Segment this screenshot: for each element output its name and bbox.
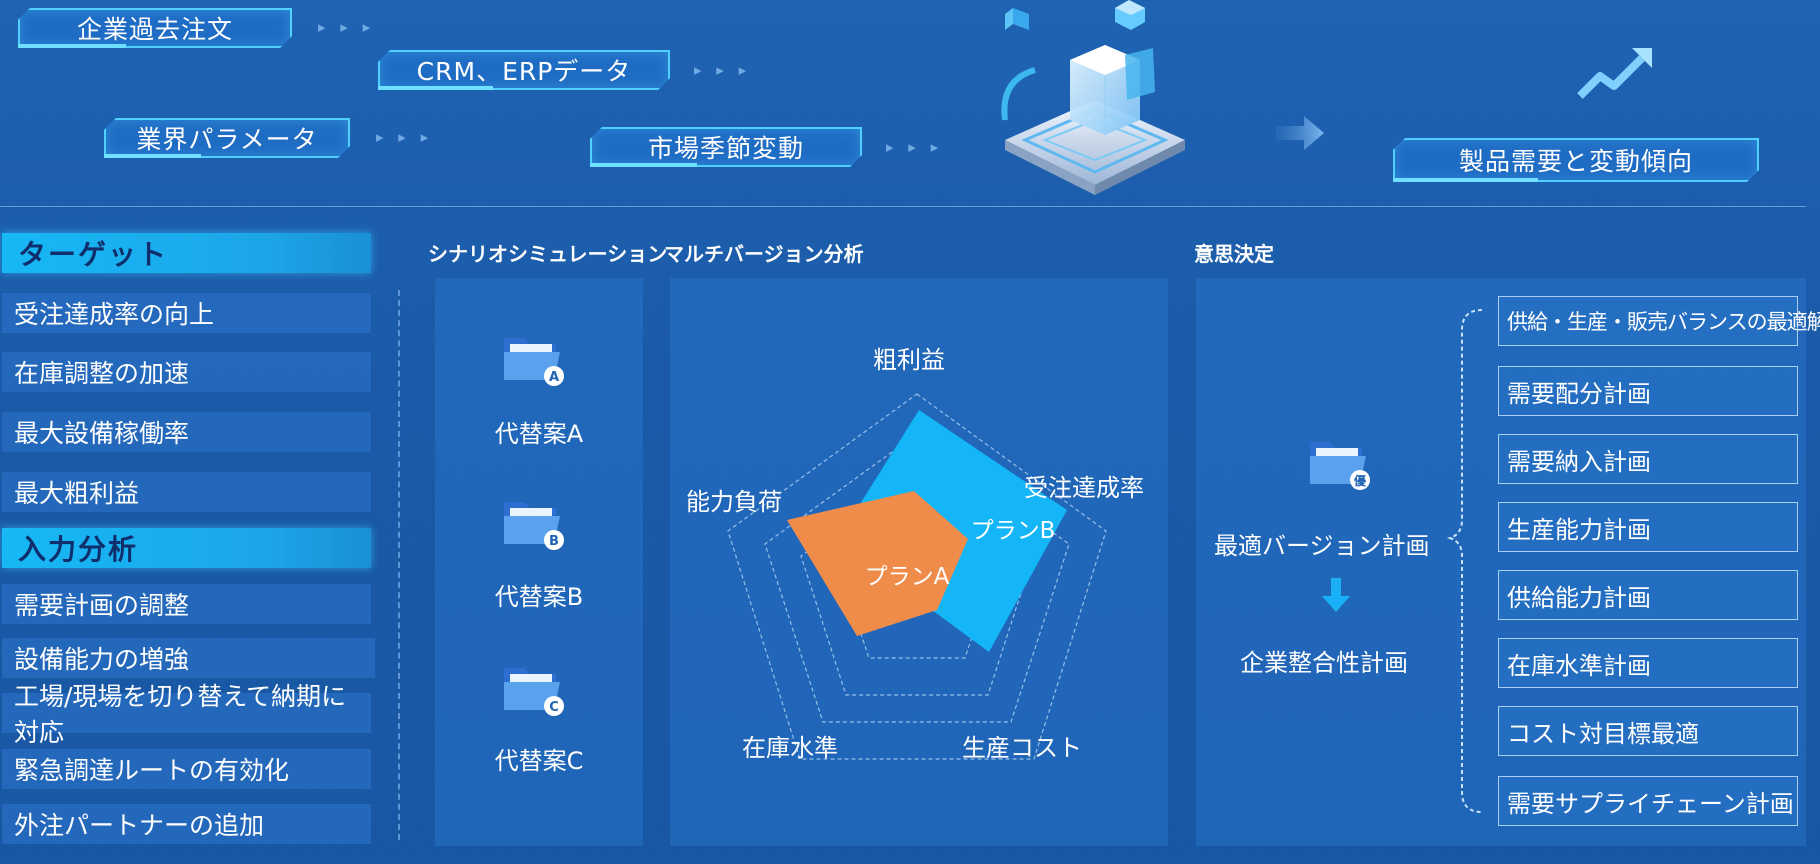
plan-item: 供給・生産・販売バランスの最適解	[1498, 296, 1820, 346]
badge-c: C	[549, 700, 559, 715]
folder-c-icon: C	[504, 668, 564, 716]
enterprise-plan-label: 企業整合性計画	[1240, 649, 1408, 677]
radar-axis-production-cost: 生産コスト	[962, 734, 1082, 762]
flow-arrows: ▸ ▸ ▸	[318, 18, 376, 36]
folder-b-icon: B	[504, 502, 564, 550]
alternative-a-label: 代替案A	[494, 420, 584, 448]
arrow-right-icon	[1276, 116, 1324, 150]
target-item: 最大設備稼働率	[2, 412, 371, 452]
tag-label: 市場季節変動	[647, 134, 804, 163]
radar-axis-gross-profit: 粗利益	[873, 346, 945, 374]
optimal-plan-label: 最適バージョン計画	[1214, 532, 1430, 560]
flow-arrows: ▸ ▸ ▸	[886, 138, 944, 156]
target-item: 受注達成率の向上	[2, 293, 371, 333]
decision-title: 意思決定	[1194, 242, 1274, 266]
plan-a-label: プランA	[865, 564, 950, 590]
input-tag-seasonal: 市場季節変動	[590, 127, 862, 167]
ai-engine-illustration	[1001, 0, 1185, 195]
input-tag-industry-params: 業界パラメータ	[104, 118, 350, 158]
dashed-divider	[398, 290, 400, 840]
bracket-connector	[1446, 309, 1483, 813]
plan-b-label: プランB	[971, 518, 1056, 544]
scenario-title: シナリオシミュレーション	[428, 242, 668, 266]
flow-arrows: ▸ ▸ ▸	[694, 61, 752, 79]
tag-label: CRM、ERPデータ	[416, 57, 632, 86]
section-divider	[0, 206, 1806, 207]
plan-item: 需要配分計画	[1498, 366, 1798, 416]
tag-label: 製品需要と変動傾向	[1458, 147, 1693, 176]
output-tag-demand-trend: 製品需要と変動傾向	[1393, 138, 1759, 182]
plan-item: 需要納入計画	[1498, 434, 1798, 484]
arrow-down-icon	[1322, 578, 1350, 612]
input-item: 緊急調達ルートの有効化	[2, 749, 371, 789]
badge-optimal: 優	[1353, 473, 1367, 488]
badge-b: B	[549, 534, 559, 549]
input-item: 工場/現場を切り替えて納期に対応	[2, 682, 371, 747]
optimal-folder-icon: 優	[1310, 442, 1370, 490]
plan-item: コスト対目標最適	[1498, 706, 1798, 756]
input-item: 需要計画の調整	[2, 584, 371, 624]
multiversion-title: マルチバージョン分析	[664, 242, 864, 266]
radar-axis-inventory: 在庫水準	[742, 734, 838, 762]
decision-panel	[1196, 278, 1806, 846]
plan-a-area	[787, 491, 968, 636]
radar-chart: プランA プランB	[727, 393, 1107, 760]
tag-label: 企業過去注文	[76, 15, 233, 44]
target-item: 在庫調整の加速	[2, 352, 371, 392]
folder-a-icon: A	[504, 338, 564, 386]
input-tag-past-orders: 企業過去注文	[18, 8, 292, 48]
input-item: 設備能力の増強	[2, 638, 375, 678]
input-item: 外注パートナーの追加	[2, 804, 371, 844]
tag-label: 業界パラメータ	[136, 125, 318, 154]
target-item: 最大粗利益	[2, 472, 371, 512]
plan-item: 在庫水準計画	[1498, 638, 1798, 688]
alternative-b-label: 代替案B	[494, 583, 584, 611]
target-header: ターゲット	[2, 233, 371, 273]
input-tag-crm-erp: CRM、ERPデータ	[378, 50, 670, 90]
plan-item: 需要サプライチェーン計画	[1498, 776, 1798, 826]
radar-axis-order-fulfillment: 受注達成率	[1024, 474, 1144, 502]
trend-up-icon	[1577, 48, 1652, 99]
radar-axis-capacity-load: 能力負荷	[686, 488, 782, 516]
badge-a: A	[549, 370, 559, 385]
flow-arrows: ▸ ▸ ▸	[376, 128, 434, 146]
input-analysis-header: 入力分析	[2, 528, 371, 568]
alternative-c-label: 代替案C	[494, 747, 584, 775]
plan-item: 供給能力計画	[1498, 570, 1798, 620]
plan-item: 生産能力計画	[1498, 502, 1798, 552]
